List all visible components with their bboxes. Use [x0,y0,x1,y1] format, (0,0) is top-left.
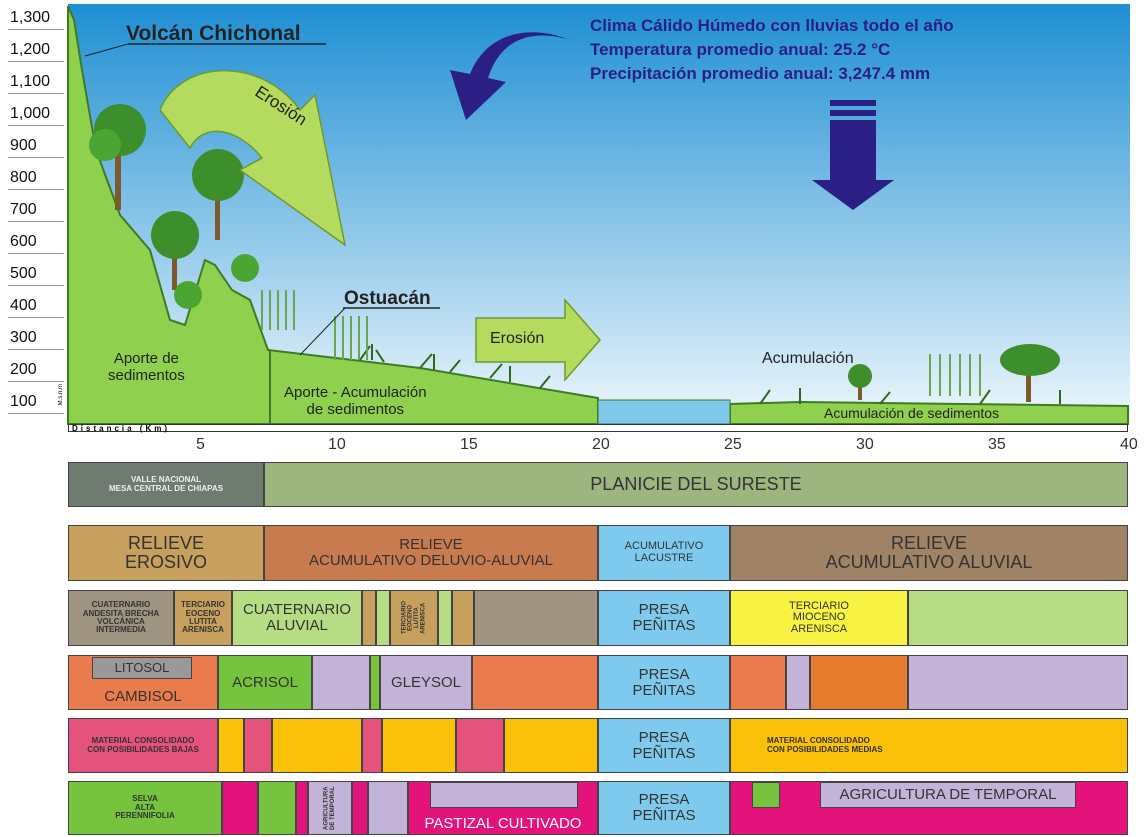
volcano-label: Volcán Chichonal [126,22,301,45]
row-mat-seg-e [382,718,456,773]
row-veg-selva: SELVA ALTA PERENNIFOLIA [68,781,222,835]
y-axis-label: 800 [8,166,64,190]
row-geo-mioceno: TERCIARIO MIOCENO ARENISCA [730,590,908,646]
row-geo-seg-a [362,590,376,646]
lake [597,399,731,425]
x-axis-tick: 15 [460,436,478,453]
x-axis-tick: 25 [724,436,742,453]
climate-line-2: Temperatura promedio anual: 25.2 °C [590,40,891,59]
row-relieve-erosivo: RELIEVE EROSIVO [68,525,264,581]
row-soil-seg-f [810,655,908,710]
y-axis-label: 1,300 [8,6,64,30]
acum-sed-label: Acumulación de sedimentos [824,405,1000,421]
y-axis-unit: M.s.n.m [58,384,64,406]
row-veg-agricultura: AGRICULTURA DE TEMPORAL [820,782,1076,808]
row-mat-bajas: MATERIAL CONSOLIDADO CON POSIBILIDADES B… [68,718,218,773]
erosion-arrow-label: Erosión [490,330,545,347]
x-axis-tick: 5 [196,436,205,453]
row-soil-acrisol: ACRISOL [218,655,312,710]
row-soil-seg-g [908,655,1128,710]
y-axis-label: 1,100 [8,70,64,94]
row-geo-seg-e [474,590,598,646]
row-geo-seg-d [452,590,474,646]
x-axis-tick: 30 [856,436,874,453]
row-veg-green-inset [752,782,780,808]
row-soil-presa: PRESA PEÑITAS [598,655,730,710]
row-geo-terciario-1: TERCIARIO EOCENO LUTITA ARENISCA [174,590,232,646]
row-soil-seg-c [472,655,598,710]
row-geo-terciario-2: TERCIARIO EOCENO LUTITA ARENISCA [390,590,438,646]
y-axis-label: 200 [8,358,64,382]
grass [359,344,1061,405]
row-region-valle: VALLE NACIONAL MESA CENTRAL DE CHIAPAS [68,462,264,507]
rain-down-arrow [812,100,894,210]
row-veg-seg-e [368,781,408,835]
x-axis-tick: 40 [1120,436,1138,453]
row-geo-seg-c [438,590,452,646]
row-relieve-aluvial: RELIEVE ACUMULATIVO ALUVIAL [730,525,1128,581]
row-veg-seg-a [222,781,258,835]
y-axis-label: 500 [8,262,64,286]
row-mat-seg-d [362,718,382,773]
y-axis-label: 300 [8,326,64,350]
y-axis-label: 700 [8,198,64,222]
aporte-label: Aporte de sedimentos [108,350,185,384]
row-mat-presa: PRESA PEÑITAS [598,718,730,773]
climate-line-1: Clima Cálido Húmedo con lluvias todo el … [590,16,954,35]
row-soil-litosol: LITOSOL [92,657,192,679]
row-veg-seg-d [352,781,368,835]
row-soil-gleysol: GLEYSOL [380,655,472,710]
row-veg-pastizal-inset [430,782,578,808]
climate-line-3: Precipitación promedio anual: 3,247.4 mm [590,64,931,83]
erosion-curved-arrow [159,69,347,247]
ostuacan-label: Ostuacán [344,288,431,309]
y-axis-label: 900 [8,134,64,158]
row-region-planicie: PLANICIE DEL SURESTE [264,462,1128,507]
y-axis-label: 1,200 [8,38,64,62]
trees [89,104,1060,402]
row-geo-presa: PRESA PEÑITAS [598,590,730,646]
acumulacion-label: Acumulación [762,350,854,367]
y-axis-label: 600 [8,230,64,254]
row-mat-seg-a [218,718,244,773]
row-veg-seg-b [258,781,296,835]
row-soil-seg-a [312,655,370,710]
erosion-straight-arrow [475,298,601,382]
x-axis-bar [68,424,1128,432]
row-geo-seg-f [908,590,1128,646]
row-geo-seg-b [376,590,390,646]
row-mat-seg-g [504,718,598,773]
row-mat-medias: MATERIAL CONSOLIDADO CON POSIBILIDADES M… [730,718,1128,773]
row-soil-seg-e [786,655,810,710]
aporte-acum-label: Aporte - Acumulación de sedimentos [284,384,427,418]
row-geo-cuaternario: CUATERNARIO ALUVIAL [232,590,362,646]
row-geo-andesita: CUATERNARIO ANDESITA BRECHA VOLCÁNICA IN… [68,590,174,646]
row-mat-seg-c [272,718,362,773]
row-mat-seg-f [456,718,504,773]
row-relieve-lacustre: ACUMULATIVO LACUSTRE [598,525,730,581]
row-mat-seg-b [244,718,272,773]
y-axis-label: 100 [8,390,64,414]
y-axis-label: 400 [8,294,64,318]
row-relieve-deluvio: RELIEVE ACUMULATIVO DELUVIO-ALUVIAL [264,525,598,581]
corn [261,290,981,396]
row-soil-seg-b [370,655,380,710]
x-axis-tick: 35 [988,436,1006,453]
y-axis-label: 1,000 [8,102,64,126]
row-veg-seg-c [296,781,308,835]
row-veg-presa: PRESA PEÑITAS [598,781,730,835]
x-axis-title: Distancia (Km) [72,424,171,433]
rain-curved-arrow [450,32,570,120]
row-veg-agri-vertical: AGRICULTURA DE TEMPORAL [308,781,352,835]
x-axis-tick: 20 [592,436,610,453]
profile-svg [67,4,1130,425]
x-axis-tick: 10 [328,436,346,453]
row-soil-seg-d [730,655,786,710]
